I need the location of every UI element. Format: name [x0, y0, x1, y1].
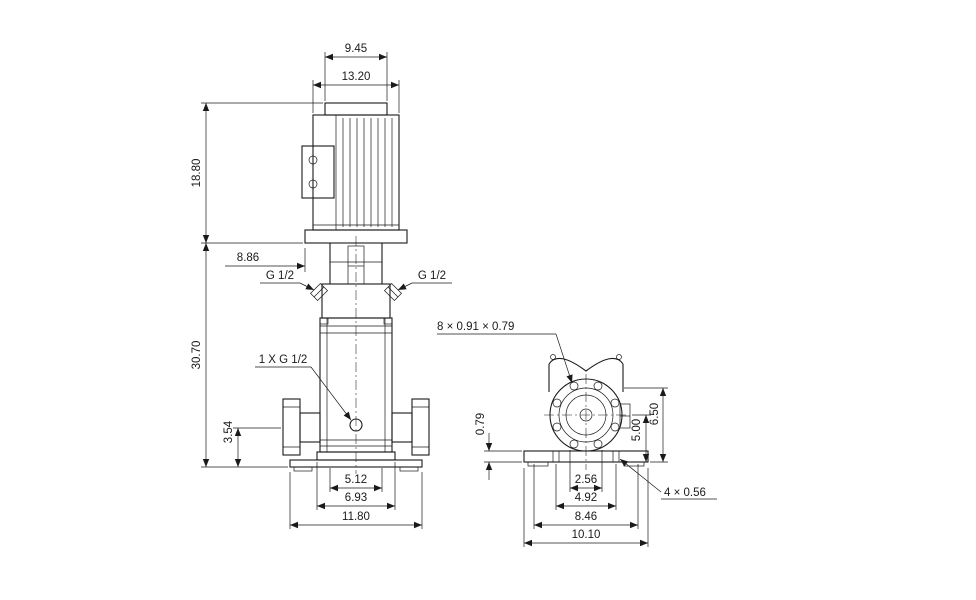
dim-label: 8.46 [575, 511, 597, 523]
bolt-hole [610, 398, 620, 408]
flange-face [549, 378, 631, 452]
suction-flange [282, 398, 321, 456]
terminal-box [301, 145, 335, 199]
base-foot-right [399, 466, 419, 472]
dim-slot-spacing: 5.12 [329, 468, 383, 492]
callout-flange-holes: 8 × 0.91 × 0.79 [437, 321, 573, 384]
dim-motor-width: 13.20 [312, 71, 400, 113]
bolt-hole [610, 422, 620, 432]
pump-base [289, 451, 423, 472]
dim-label: 5.00 [631, 419, 643, 441]
callout-label: G 1/2 [418, 270, 446, 282]
dim-label: 18.80 [191, 159, 203, 188]
dim-label: 9.45 [345, 43, 367, 55]
dim-hole-spacing-inner: 2.56 [569, 450, 603, 492]
dim-motor-height: 18.80 [191, 102, 323, 244]
callout-port-right: G 1/2 [397, 270, 452, 291]
terminal-box-gland-bottom [308, 179, 318, 189]
bolt-hole [593, 381, 603, 391]
drain-plug [349, 418, 363, 432]
coupling-lantern [310, 243, 402, 319]
dim-foot-width: 6.93 [316, 462, 396, 510]
dim-label: 6.93 [345, 492, 367, 504]
dim-label: 10.10 [572, 529, 601, 541]
flange-raised-face [558, 387, 614, 443]
bolt-hole [552, 422, 562, 432]
dim-top-height: 6.50 [624, 387, 668, 463]
staybolt-nut-right [383, 317, 393, 325]
base-plate [289, 459, 423, 468]
callout-base-slots: 4 × 0.56 [619, 458, 717, 500]
shaft-center [579, 408, 593, 422]
dim-label: 3.54 [223, 420, 235, 443]
discharge-flange [391, 398, 430, 456]
dim-center-height: 5.00 [631, 414, 651, 462]
port-plug-left [310, 283, 328, 301]
bolt-hole [569, 381, 579, 391]
callout-port-left: G 1/2 [260, 270, 315, 291]
base-foot-left [527, 461, 549, 467]
dim-base-width: 11.80 [289, 472, 423, 529]
dim-hole-spacing-outer: 4.92 [555, 464, 617, 510]
bolt-hole [593, 439, 603, 449]
staybolt-top-right [616, 354, 622, 360]
dim-port-center-height: 3.54 [223, 420, 281, 467]
dim-label: 13.20 [342, 71, 371, 83]
chamber-silhouette [548, 354, 624, 392]
base-slot-left [552, 450, 560, 463]
dim-end-base-width: 10.10 [523, 468, 649, 547]
dim-label: 8.86 [237, 252, 259, 264]
motor-flange [304, 229, 408, 244]
bolt-hole [569, 439, 579, 449]
dim-pump-height: 30.70 [191, 243, 288, 468]
dim-motor-top-width: 9.45 [324, 43, 388, 101]
dim-label: 2.56 [575, 474, 597, 486]
terminal-box-gland-top [308, 155, 318, 165]
dim-label: 0.79 [475, 413, 487, 435]
callout-label: G 1/2 [266, 270, 294, 282]
base-slot-right [612, 450, 620, 463]
port-plug-right [384, 283, 402, 301]
dim-label: 11.80 [342, 511, 370, 523]
dim-label: 4.92 [575, 492, 597, 504]
pump-column [319, 317, 393, 453]
staybolt-top-left [550, 354, 556, 360]
end-view: 8 × 0.91 × 0.79 0.79 5.00 6.50 [437, 321, 717, 547]
callout-drain-port: 1 X G 1/2 [255, 354, 352, 421]
callout-label: 8 × 0.91 × 0.79 [437, 321, 514, 333]
dim-end-foot-width: 8.46 [533, 464, 639, 529]
dim-label: 30.70 [191, 341, 203, 370]
callout-label: 1 X G 1/2 [259, 354, 308, 366]
dim-coupling-offset: 8.86 [225, 248, 306, 272]
staybolt-nut-left [319, 317, 329, 325]
dim-label: 5.12 [345, 474, 367, 486]
front-view: 9.45 13.20 18.80 30.70 8.86 [191, 43, 452, 529]
dim-label: 6.50 [649, 403, 661, 425]
flange-bolt-holes [552, 381, 620, 449]
base-foot-left [293, 466, 313, 472]
flange-bore-circle [565, 394, 607, 436]
callout-label: 4 × 0.56 [664, 487, 706, 499]
motor-fins [342, 118, 393, 227]
motor [301, 102, 400, 231]
dim-base-thickness: 0.79 [475, 413, 522, 480]
bolt-hole [552, 398, 562, 408]
